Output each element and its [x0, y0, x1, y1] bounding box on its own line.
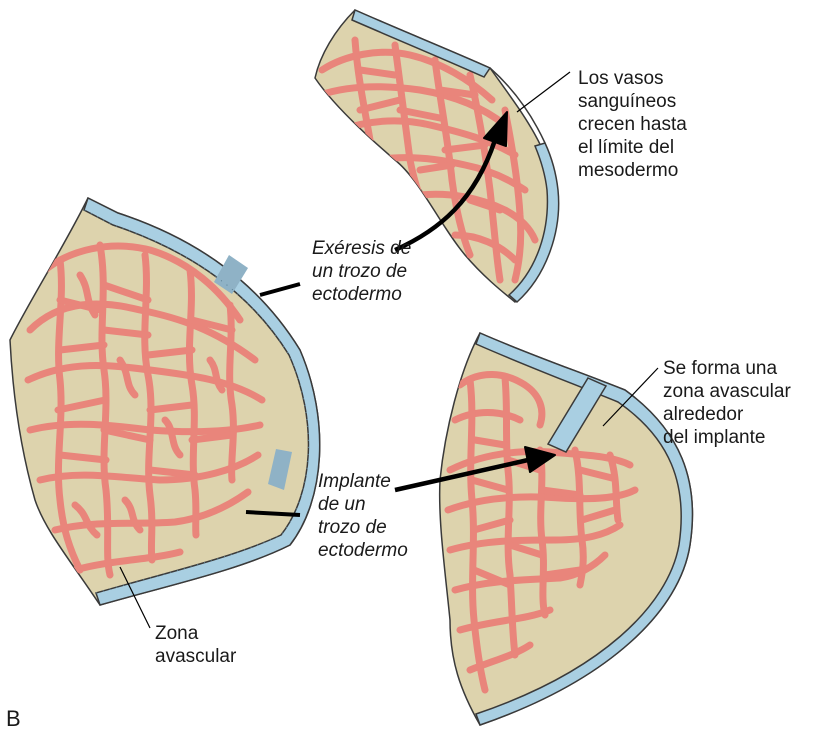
label-ectoderm-excision: Exéresis de un trozo de ectodermo: [312, 237, 411, 306]
label-line: ectodermo: [318, 539, 408, 562]
label-line: Se forma una: [663, 357, 791, 380]
panel-letter: B: [6, 706, 21, 732]
label-line: Implante: [318, 470, 408, 493]
label-line: un trozo de: [312, 260, 411, 283]
label-line: del implante: [663, 426, 791, 449]
label-line: Los vasos: [578, 67, 687, 90]
label-line: trozo de: [318, 516, 408, 539]
left-explant: [10, 198, 320, 605]
label-line: alrededor: [663, 403, 791, 426]
label-line: Exéresis de: [312, 237, 411, 260]
label-line: el límite del: [578, 136, 687, 159]
right-explant: [440, 333, 693, 725]
label-avascular-zone: Zona avascular: [155, 622, 236, 668]
label-ectoderm-implant: Implante de un trozo de ectodermo: [318, 470, 408, 562]
label-avascular-forms: Se forma una zona avascular alrededor de…: [663, 357, 791, 449]
label-line: Zona: [155, 622, 236, 645]
label-line: mesodermo: [578, 159, 687, 182]
label-line: crecen hasta: [578, 113, 687, 136]
label-vessels-grow: Los vasos sanguíneos crecen hasta el lím…: [578, 67, 687, 182]
label-line: ectodermo: [312, 283, 411, 306]
label-line: de un: [318, 493, 408, 516]
label-line: avascular: [155, 645, 236, 668]
label-line: sanguíneos: [578, 90, 687, 113]
label-line: zona avascular: [663, 380, 791, 403]
